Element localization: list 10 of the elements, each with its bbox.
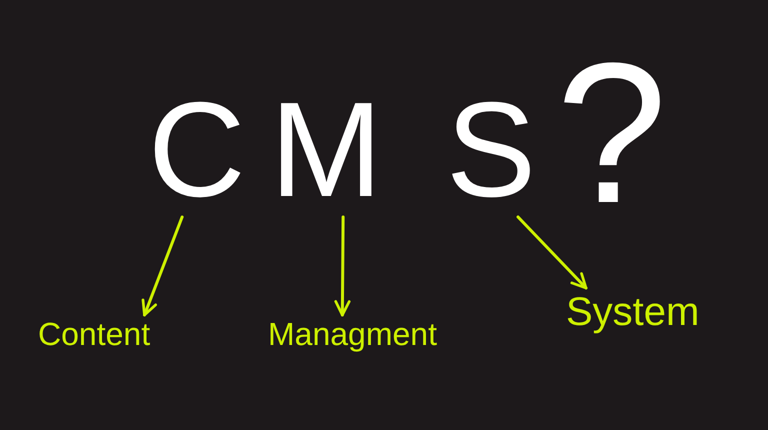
expansion-word: Content: [38, 315, 150, 354]
expansion-word: System: [566, 288, 700, 336]
acronym-letter: S: [446, 82, 536, 217]
question-mark: ?: [556, 34, 668, 234]
arrow: [516, 216, 588, 290]
arrow: [142, 216, 184, 316]
expansion-word: Managment: [268, 315, 437, 354]
acronym-letter: C: [148, 82, 246, 217]
acronym-letter: M: [270, 82, 382, 217]
arrow: [334, 216, 351, 316]
